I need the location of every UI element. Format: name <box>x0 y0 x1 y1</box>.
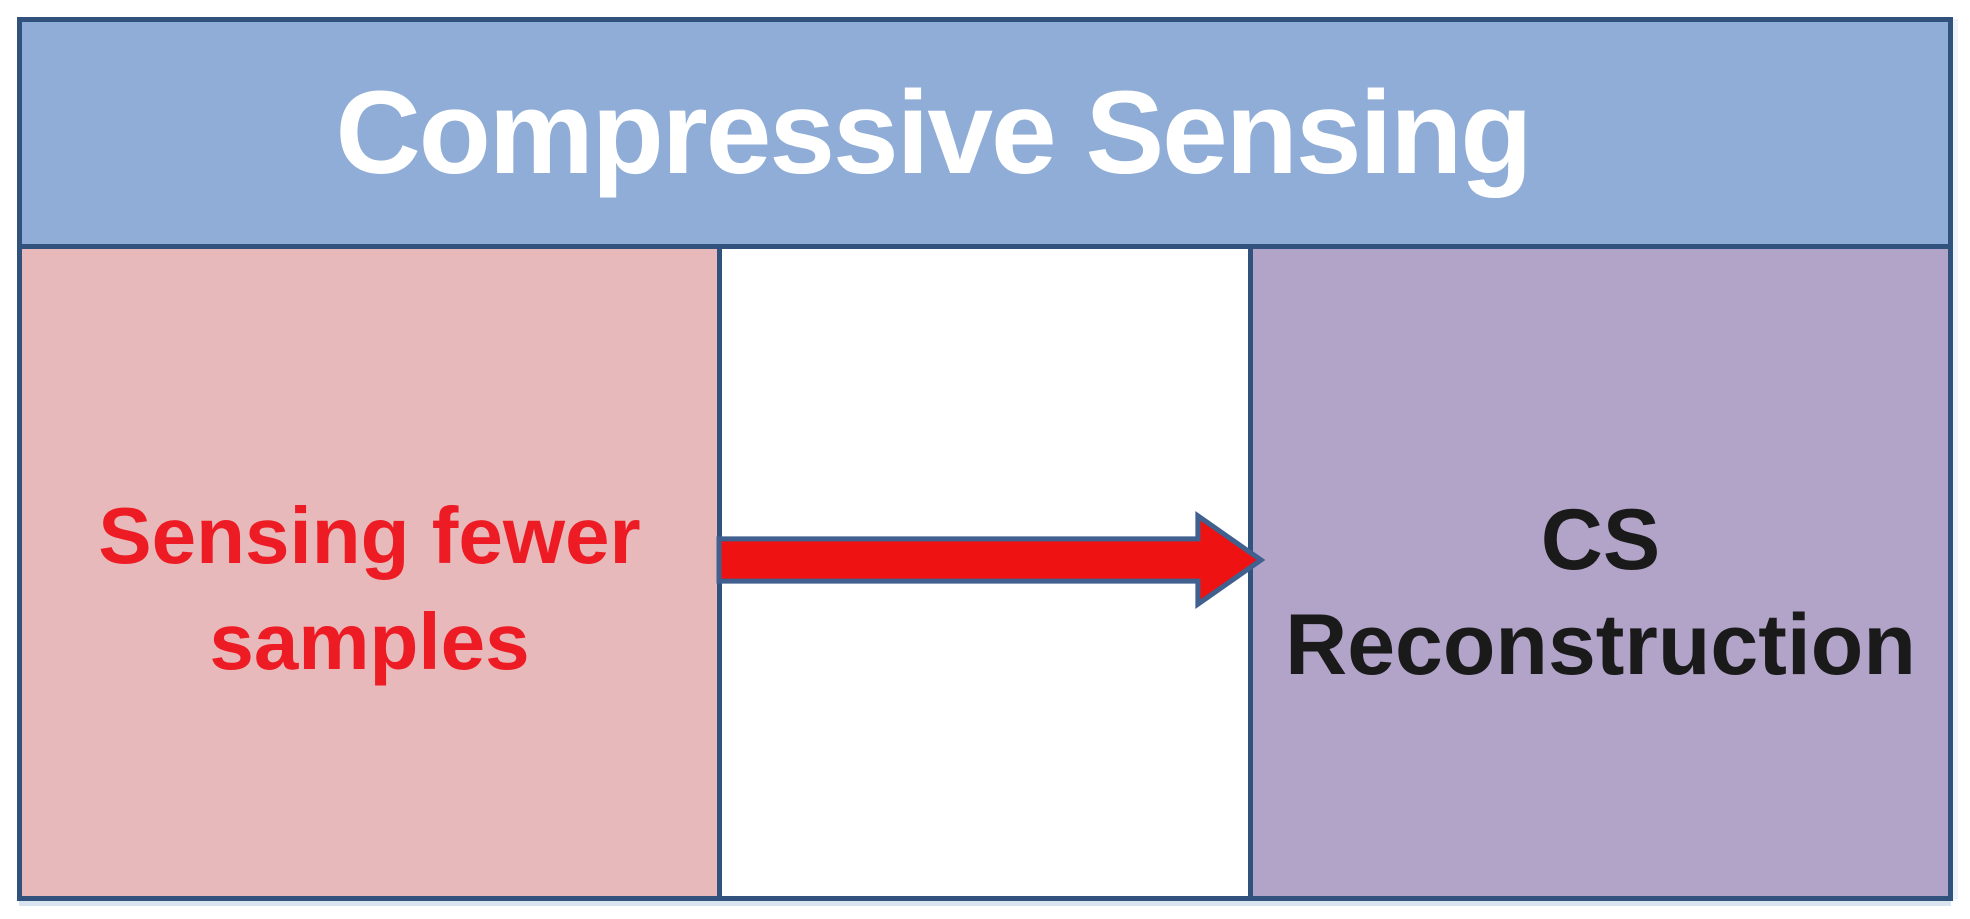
compressive-sensing-panel: Compressive Sensing Sensing fewer sample… <box>17 17 1953 901</box>
page-title: Compressive Sensing <box>335 67 1533 199</box>
right-box-label-line2: Reconstruction <box>1285 596 1916 693</box>
left-box-label-line1: Sensing fewer <box>98 490 641 580</box>
left-box-label-line2: samples <box>209 596 530 686</box>
header-band: Compressive Sensing <box>22 22 1948 249</box>
sensing-fewer-samples-box: Sensing fewer samples <box>22 249 722 896</box>
left-box-label: Sensing fewer samples <box>98 483 640 694</box>
red-right-arrow-icon <box>719 512 1264 608</box>
arrow-cell <box>722 249 1248 896</box>
content-row: Sensing fewer samples CS Reconstruction <box>22 249 1948 896</box>
cs-reconstruction-box: CS Reconstruction <box>1248 249 1948 896</box>
right-box-label: CS Reconstruction <box>1285 488 1916 698</box>
right-box-label-line1: CS <box>1540 491 1661 588</box>
